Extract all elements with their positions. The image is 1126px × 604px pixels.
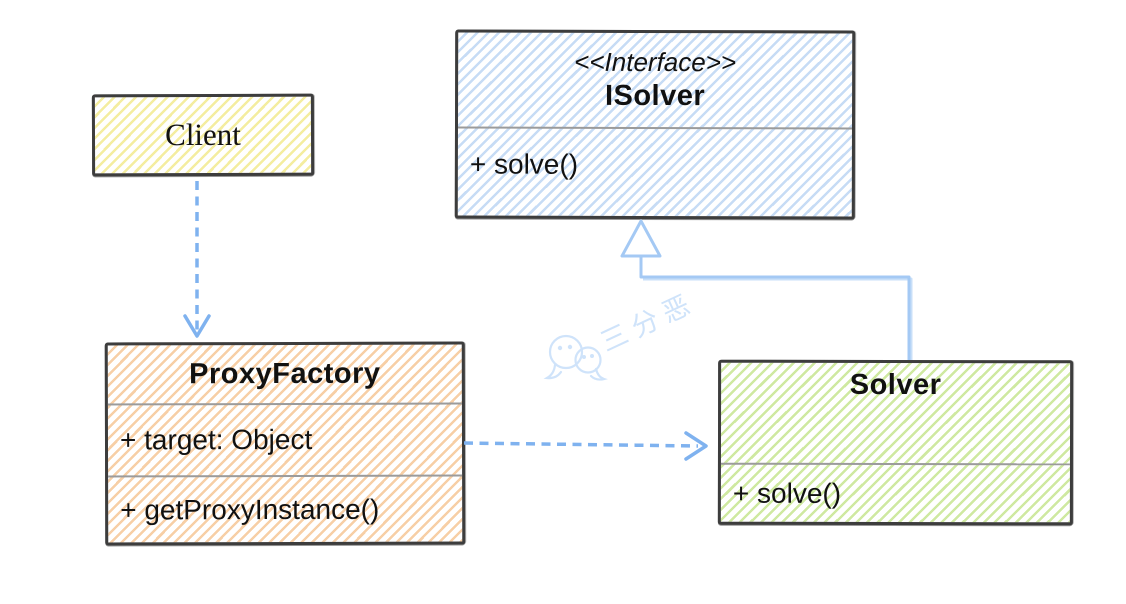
dependency-arrow-proxyfactory-to-solver: [463, 431, 708, 461]
attribute-row: + target: Object: [119, 423, 313, 456]
isolver-header: <<Interface>> ISolver: [458, 32, 852, 127]
watermark-text: 三分恶: [596, 287, 701, 357]
method-row: + getProxyInstance(): [120, 493, 380, 526]
proxyfactory-header: ProxyFactory: [108, 345, 462, 404]
hollow-triangle-arrowhead-icon: [620, 219, 662, 258]
class-name-proxyfactory: ProxyFactory: [189, 357, 381, 390]
proxyfactory-attributes-section: + target: Object: [107, 402, 463, 476]
proxyfactory-methods-section: + getProxyInstance(): [108, 474, 463, 544]
dependency-arrow-client-to-proxyfactory: [183, 181, 211, 338]
class-name-client: Client: [165, 116, 241, 153]
realization-arrow-solver-to-isolver: [620, 219, 913, 360]
class-name-solver: Solver: [849, 368, 942, 402]
open-arrowhead-icon: [183, 314, 211, 338]
class-box-client: Client: [91, 93, 315, 177]
wechat-chat-bubbles-icon: [543, 334, 608, 381]
class-box-solver: Solver + solve(): [717, 359, 1074, 526]
class-box-proxyfactory: ProxyFactory + target: Object + getProxy…: [104, 341, 466, 546]
solver-header: Solver: [721, 363, 1070, 464]
isolver-stereotype: <<Interface>>: [574, 46, 737, 78]
watermark: 三分恶: [543, 287, 701, 381]
class-name-isolver: ISolver: [604, 79, 706, 113]
solver-methods-section: + solve(): [720, 462, 1070, 524]
method-row: + solve(): [469, 148, 579, 180]
open-arrowhead-icon: [684, 431, 708, 461]
isolver-methods-section: + solve(): [457, 126, 852, 182]
class-box-isolver: <<Interface>> ISolver + solve(): [454, 29, 856, 220]
method-row: + solve(): [732, 477, 842, 509]
